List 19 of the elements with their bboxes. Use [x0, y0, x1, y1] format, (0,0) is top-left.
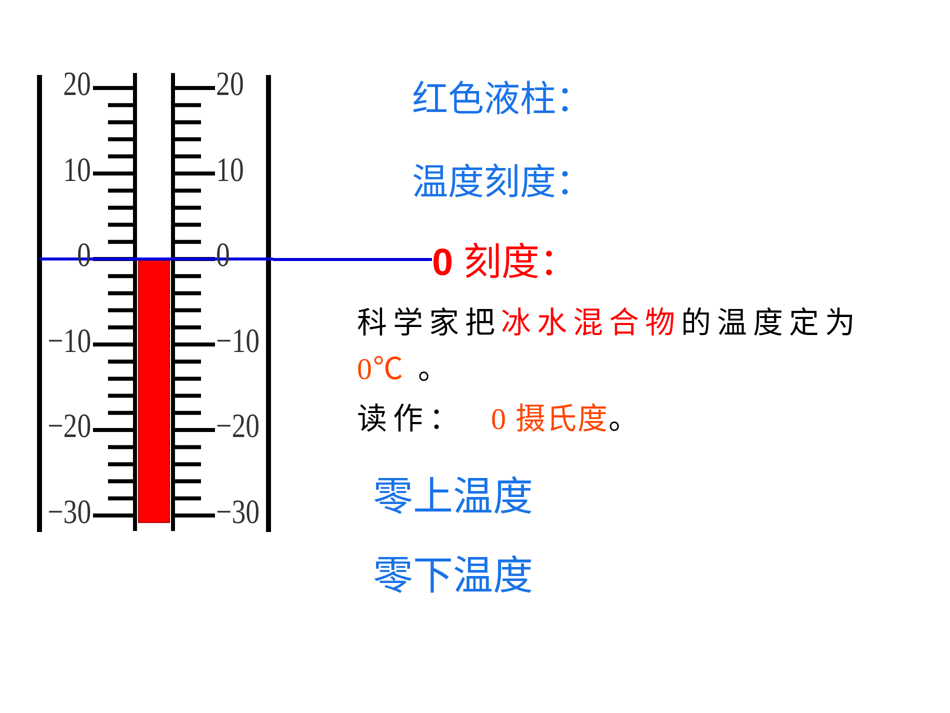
scale-number: 10 — [216, 154, 244, 188]
leader-line — [273, 258, 432, 260]
term-label: 零上温度 — [373, 477, 533, 517]
term-label: 红色液柱： — [412, 82, 592, 118]
definition-text: 科学家把 冰水混合物 的温度定为 0℃ 。 — [357, 305, 861, 389]
term-label: 零下温度 — [373, 556, 533, 596]
term-label: 温度刻度： — [412, 165, 592, 201]
scale-number: 10 — [63, 154, 91, 188]
scale-number: −20 — [47, 410, 91, 444]
zero-label: 0 刻度： — [432, 244, 578, 282]
scale-number: −30 — [47, 496, 91, 530]
scale-number: −10 — [216, 324, 260, 358]
scale-number: −20 — [216, 410, 260, 444]
scale-number: −10 — [47, 324, 91, 358]
thermometer — [36, 71, 273, 535]
scale-number: 20 — [216, 68, 244, 102]
definition-text: 读作： 0 摄氏度。 — [357, 401, 644, 439]
scale-number: −30 — [216, 496, 260, 530]
scale-number: 20 — [63, 68, 91, 102]
